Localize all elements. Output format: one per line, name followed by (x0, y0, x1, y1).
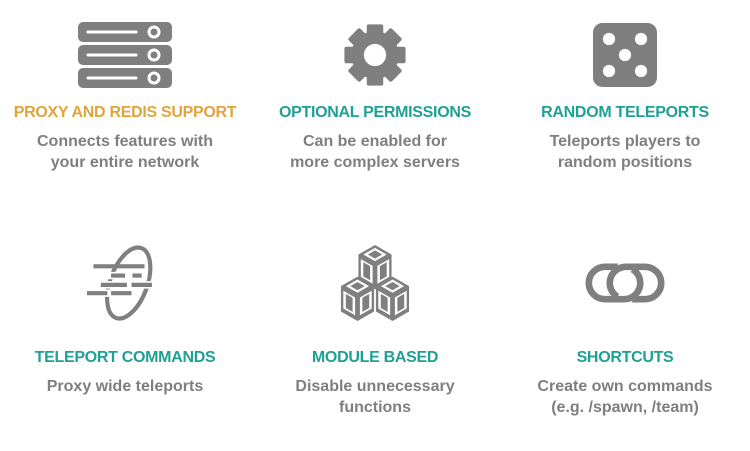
feature-card-proxy-redis-support: PROXY AND REDIS SUPPORT Connects feature… (0, 0, 250, 215)
feature-card-shortcuts: SHORTCUTS Create own commands (e.g. /spa… (500, 215, 750, 451)
feature-card-optional-permissions: OPTIONAL PERMISSIONS Can be enabled for … (250, 0, 500, 215)
feature-title: PROXY AND REDIS SUPPORT (13, 104, 237, 121)
feature-description: Proxy wide teleports (46, 378, 204, 395)
feature-card-teleport-commands: TELEPORT COMMANDS Proxy wide teleports (0, 215, 250, 451)
feature-description: Create own commands (e.g. /spawn, /team) (537, 378, 713, 416)
feature-title: SHORTCUTS (576, 349, 674, 366)
cubes-icon (340, 231, 410, 335)
feature-title: TELEPORT COMMANDS (34, 349, 216, 366)
server-stack-icon (78, 20, 172, 90)
chain-link-icon (585, 231, 665, 335)
dice-five-icon (593, 20, 657, 90)
feature-title: OPTIONAL PERMISSIONS (279, 104, 471, 121)
feature-description: Can be enabled for more complex servers (290, 133, 460, 171)
feature-title: RANDOM TELEPORTS (541, 104, 709, 121)
feature-description: Disable unnecessary functions (295, 378, 455, 416)
feature-description: Teleports players to random positions (549, 133, 701, 171)
feature-description: Connects features with your entire netwo… (36, 133, 214, 171)
feature-card-module-based: MODULE BASED Disable unnecessary functio… (250, 215, 500, 451)
speeding-teleport-icon (86, 231, 164, 335)
gear-icon (342, 20, 408, 90)
feature-card-random-teleports: RANDOM TELEPORTS Teleports players to ra… (500, 0, 750, 215)
feature-title: MODULE BASED (311, 349, 439, 366)
